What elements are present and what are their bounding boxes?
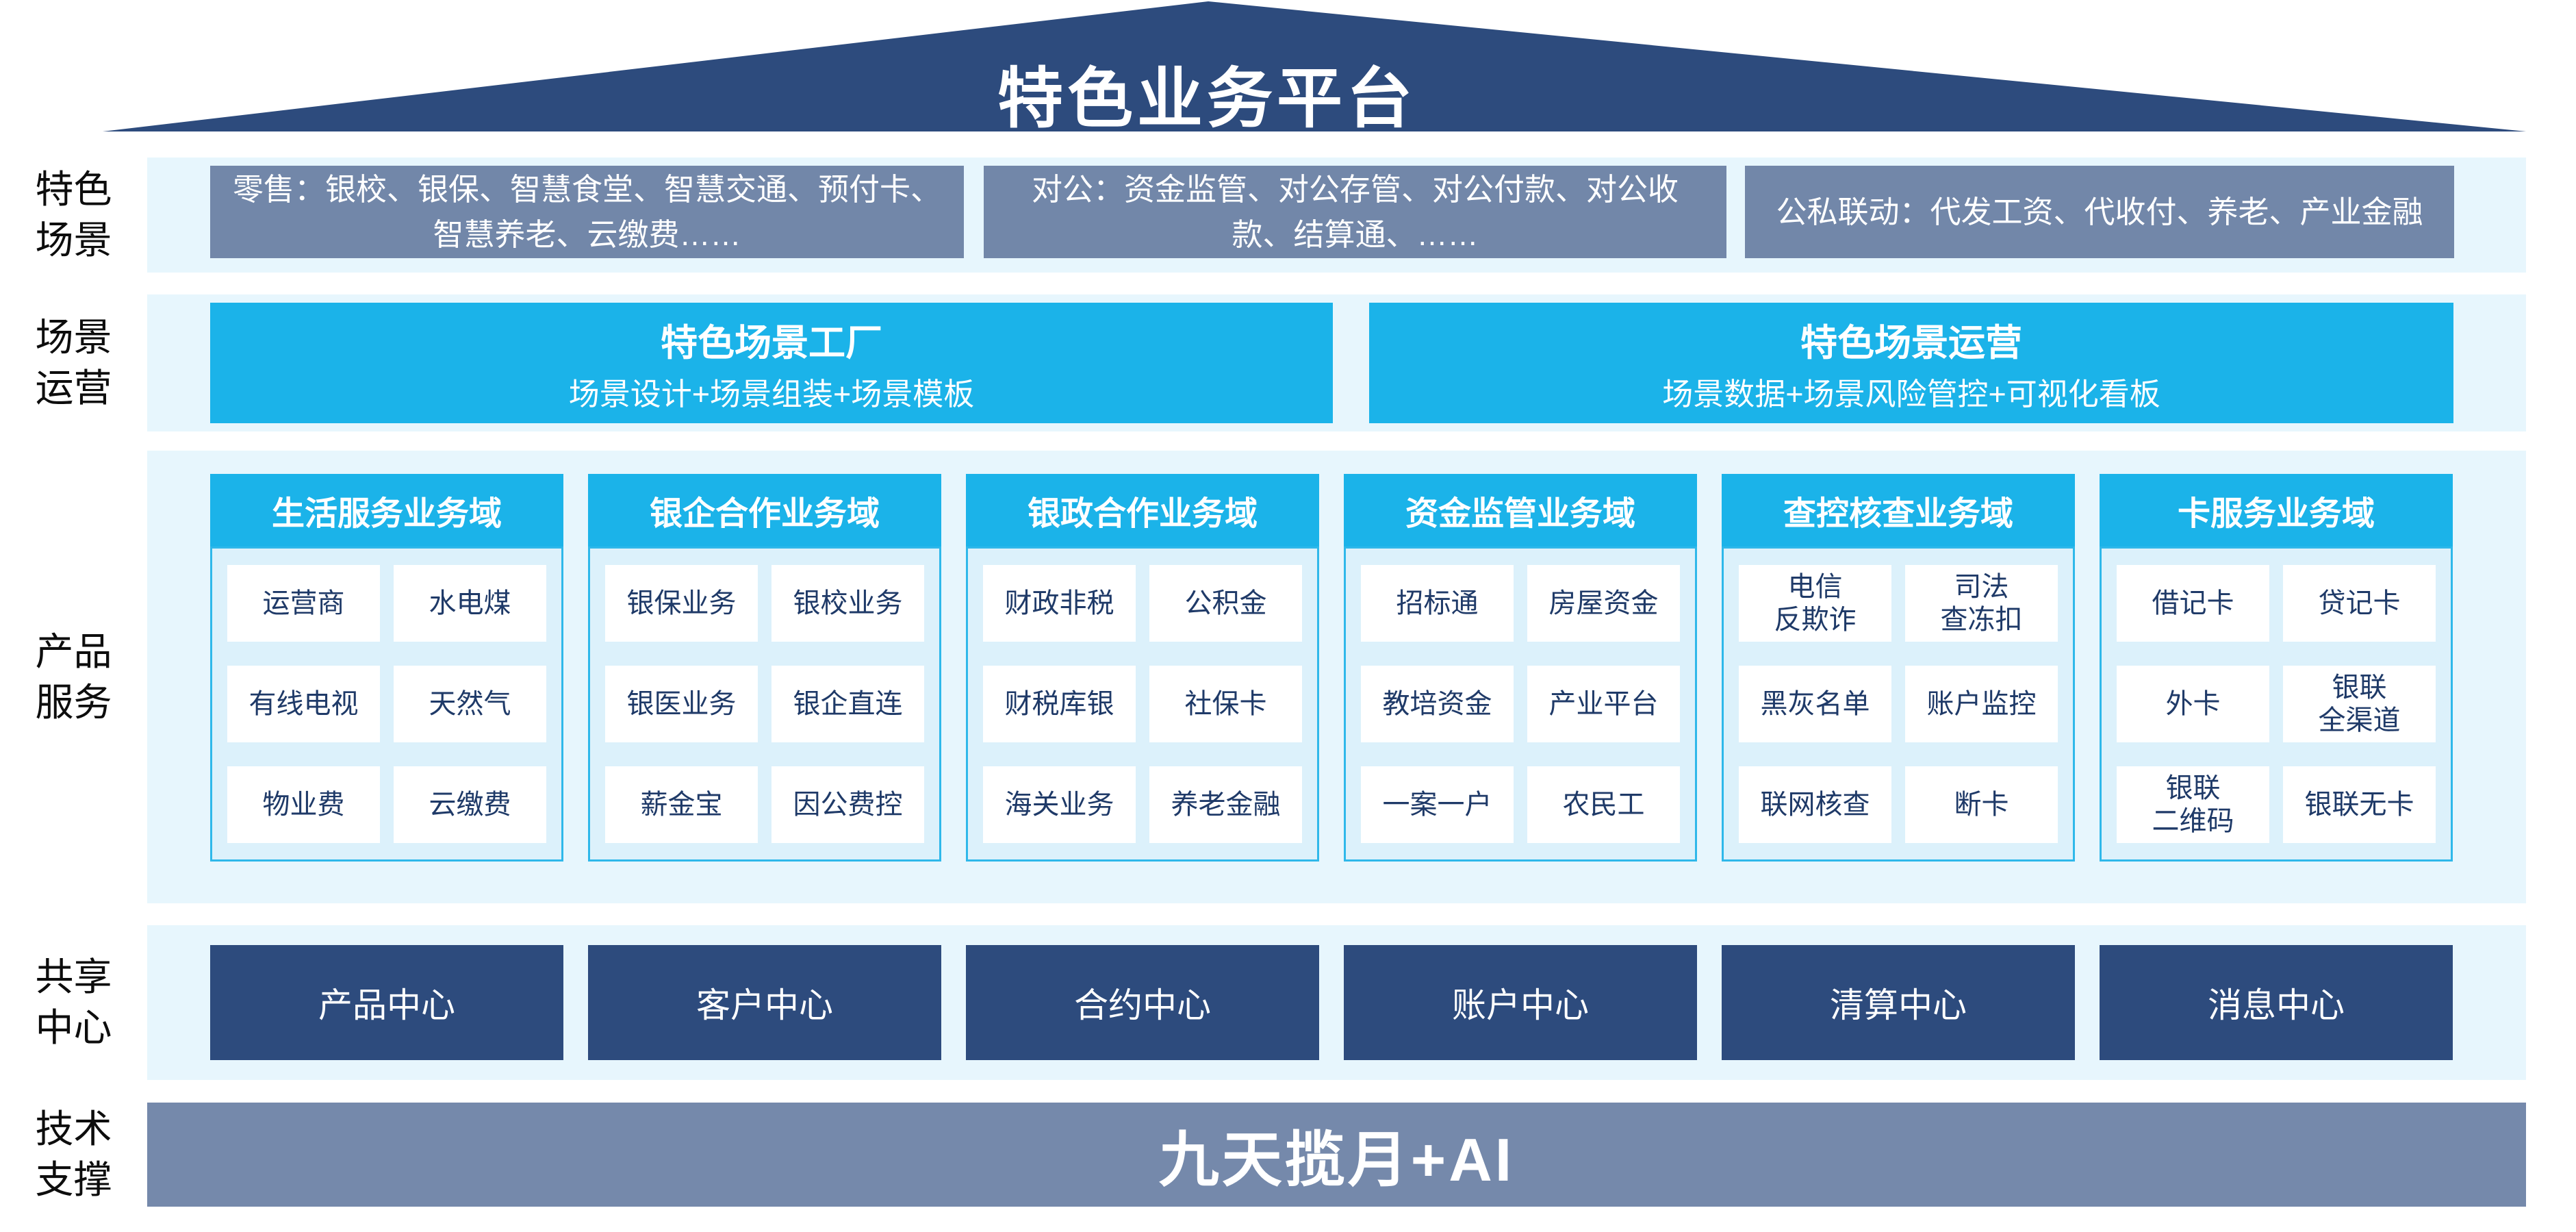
product-column-life-services: 生活服务业务域 运营商 水电煤 有线电视 天然气 物业费 云缴费: [210, 474, 563, 862]
product-column-body: 运营商 水电煤 有线电视 天然气 物业费 云缴费: [210, 546, 563, 862]
product-column-header: 银政合作业务域: [966, 474, 1319, 546]
side-label-product-services: 产品 服务: [35, 629, 112, 724]
product-cell: 财税库银: [983, 666, 1136, 742]
product-cell: 联网核查: [1739, 766, 1891, 843]
product-cell: 银联无卡: [2283, 766, 2436, 843]
op-box-subtitle: 场景数据+场景风险管控+可视化看板: [1662, 377, 2160, 412]
product-cell: 天然气: [394, 666, 546, 742]
product-column-header: 查控核查业务域: [1722, 474, 2075, 546]
product-cell: 运营商: [227, 565, 380, 642]
op-box-scene-operation: 特色场景运营 场景数据+场景风险管控+可视化看板: [1369, 303, 2453, 423]
product-cell: 薪金宝: [605, 766, 758, 843]
share-box-account-center: 账户中心: [1344, 945, 1697, 1060]
product-column-header: 银企合作业务域: [588, 474, 941, 546]
product-cell: 银联 二维码: [2117, 766, 2269, 843]
product-cell: 银保业务: [605, 565, 758, 642]
op-box-subtitle: 场景设计+场景组装+场景模板: [568, 377, 975, 412]
product-cell: 黑灰名单: [1739, 666, 1891, 742]
roof-banner-shape: [103, 1, 2526, 131]
product-cell: 银医业务: [605, 666, 758, 742]
product-column-card-services: 卡服务业务域 借记卡 贷记卡 外卡 银联 全渠道 银联 二维码 银联无卡: [2100, 474, 2453, 862]
share-box-product-center: 产品中心: [210, 945, 563, 1060]
product-column-body: 电信 反欺诈 司法 查冻扣 黑灰名单 账户监控 联网核查 断卡: [1722, 546, 2075, 862]
product-cell: 因公费控: [771, 766, 924, 843]
product-cell: 教培资金: [1361, 666, 1514, 742]
product-cell: 房屋资金: [1527, 565, 1680, 642]
share-box-contract-center: 合约中心: [966, 945, 1319, 1060]
band-scene-operation: 特色场景工厂 场景设计+场景组装+场景模板 特色场景运营 场景数据+场景风险管控…: [147, 294, 2526, 431]
product-cell: 海关业务: [983, 766, 1136, 843]
product-cell: 银校业务: [771, 565, 924, 642]
product-cell: 水电煤: [394, 565, 546, 642]
product-cell: 外卡: [2117, 666, 2269, 742]
product-cell: 借记卡: [2117, 565, 2269, 642]
product-column-bank-enterprise: 银企合作业务域 银保业务 银校业务 银医业务 银企直连 薪金宝 因公费控: [588, 474, 941, 862]
product-cell: 一案一户: [1361, 766, 1514, 843]
side-label-shared-centers: 共享 中心: [35, 955, 112, 1049]
product-cell: 银联 全渠道: [2283, 666, 2436, 742]
band-product-services: 生活服务业务域 运营商 水电煤 有线电视 天然气 物业费 云缴费 银企合作业务域…: [147, 451, 2526, 903]
product-column-header: 卡服务业务域: [2100, 474, 2453, 546]
op-box-title: 特色场景工厂: [661, 323, 882, 364]
share-box-message-center: 消息中心: [2100, 945, 2453, 1060]
product-cell: 电信 反欺诈: [1739, 565, 1891, 642]
product-column-body: 财政非税 公积金 财税库银 社保卡 海关业务 养老金融: [966, 546, 1319, 862]
tech-support-bar: 九天揽月+AI: [147, 1103, 2526, 1207]
share-box-customer-center: 客户中心: [588, 945, 941, 1060]
op-box-title: 特色场景运营: [1800, 323, 2022, 364]
band-shared-centers: 产品中心 客户中心 合约中心 账户中心 清算中心 消息中心: [147, 925, 2526, 1080]
product-column-bank-government: 银政合作业务域 财政非税 公积金 财税库银 社保卡 海关业务 养老金融: [966, 474, 1319, 862]
scene-box-retail: 零售：银校、银保、智慧食堂、智慧交通、预付卡、智慧养老、云缴费……: [210, 166, 964, 258]
product-cell: 断卡: [1905, 766, 2058, 843]
product-column-body: 银保业务 银校业务 银医业务 银企直连 薪金宝 因公费控: [588, 546, 941, 862]
product-column-header: 资金监管业务域: [1344, 474, 1697, 546]
product-column-fund-supervision: 资金监管业务域 招标通 房屋资金 教培资金 产业平台 一案一户 农民工: [1344, 474, 1697, 862]
op-box-scene-factory: 特色场景工厂 场景设计+场景组装+场景模板: [210, 303, 1333, 423]
product-column-header: 生活服务业务域: [210, 474, 563, 546]
side-label-featured-scenes: 特色 场景: [35, 168, 112, 262]
product-cell: 农民工: [1527, 766, 1680, 843]
share-box-clearing-center: 清算中心: [1722, 945, 2075, 1060]
product-cell: 招标通: [1361, 565, 1514, 642]
product-cell: 云缴费: [394, 766, 546, 843]
scene-box-public-private: 公私联动：代发工资、代收付、养老、产业金融: [1745, 166, 2454, 258]
product-cell: 养老金融: [1149, 766, 1302, 843]
product-cell: 司法 查冻扣: [1905, 565, 2058, 642]
product-cell: 公积金: [1149, 565, 1302, 642]
product-cell: 社保卡: [1149, 666, 1302, 742]
product-cell: 贷记卡: [2283, 565, 2436, 642]
product-column-body: 借记卡 贷记卡 外卡 银联 全渠道 银联 二维码 银联无卡: [2100, 546, 2453, 862]
product-column-body: 招标通 房屋资金 教培资金 产业平台 一案一户 农民工: [1344, 546, 1697, 862]
product-cell: 物业费: [227, 766, 380, 843]
product-column-inspection-verification: 查控核查业务域 电信 反欺诈 司法 查冻扣 黑灰名单 账户监控 联网核查 断卡: [1722, 474, 2075, 862]
side-label-scene-operation: 场景 运营: [35, 316, 112, 410]
product-cell: 账户监控: [1905, 666, 2058, 742]
product-cell: 银企直连: [771, 666, 924, 742]
page-title: 特色业务平台: [997, 62, 1416, 136]
side-label-tech-support: 技术 支撑: [35, 1107, 112, 1201]
product-cell: 产业平台: [1527, 666, 1680, 742]
band-featured-scenes: 零售：银校、银保、智慧食堂、智慧交通、预付卡、智慧养老、云缴费…… 对公：资金监…: [147, 158, 2526, 273]
product-cell: 财政非税: [983, 565, 1136, 642]
scene-box-corporate: 对公：资金监管、对公存管、对公付款、对公收款、结算通、……: [984, 166, 1726, 258]
product-cell: 有线电视: [227, 666, 380, 742]
